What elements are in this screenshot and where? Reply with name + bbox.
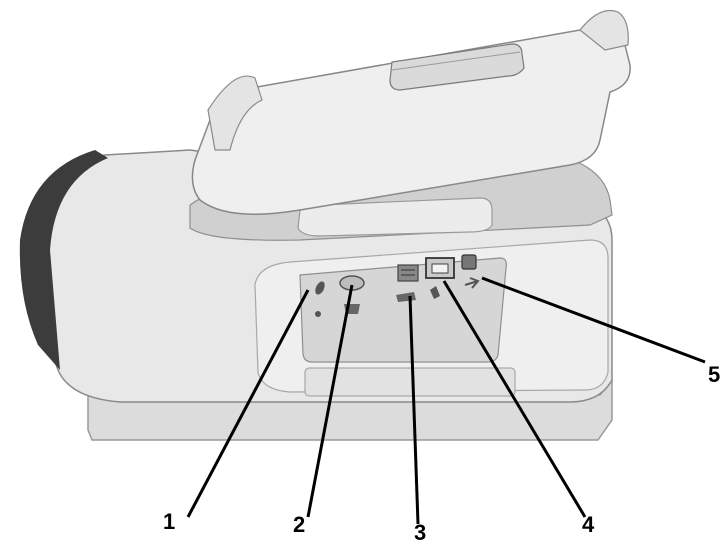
ethernet-port-icon (425, 257, 455, 299)
input-tray-handle (389, 43, 525, 91)
callout-line-1 (186, 289, 310, 518)
callout-label-4: 4 (582, 512, 595, 537)
callout-line-3 (408, 295, 420, 525)
usb-port-icon (461, 254, 480, 289)
callout-line-2 (306, 284, 354, 518)
power-switch-icon (315, 281, 325, 317)
callout-line-5 (481, 276, 706, 364)
callout-label-3: 3 (414, 520, 427, 545)
callout-label-1: 1 (163, 509, 176, 534)
lower-slot (304, 367, 516, 397)
input-tray-right-guide (579, 9, 629, 51)
input-tray-side-guide (207, 75, 263, 151)
callout-label-2: 2 (293, 512, 306, 537)
scanner-side-panel (19, 150, 108, 370)
callout-label-5: 5 (708, 362, 721, 387)
callout-line-4 (442, 280, 587, 518)
